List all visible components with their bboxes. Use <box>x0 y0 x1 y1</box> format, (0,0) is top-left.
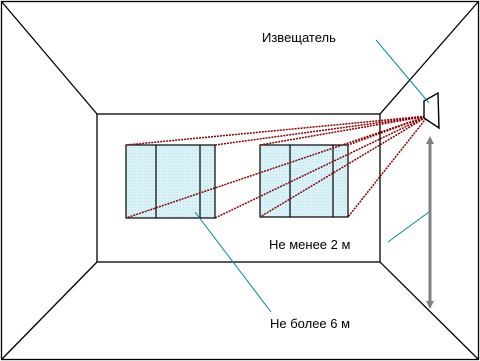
corner-edge-bottom-right <box>379 261 479 360</box>
detection-beams <box>125 115 429 219</box>
detector-leader-line <box>375 39 430 104</box>
beam-line <box>347 115 429 146</box>
window-frame <box>259 144 349 218</box>
back-wall <box>96 113 381 263</box>
window-right <box>259 144 349 218</box>
window-left <box>125 144 216 219</box>
beam-line <box>214 115 429 219</box>
corner-edge-bottom-left <box>1 261 98 360</box>
min-height-label: Не менее 2 м <box>269 237 350 252</box>
beam-line <box>125 115 429 146</box>
detector-label: Извещатель <box>262 30 336 45</box>
distance-leader-line <box>194 211 272 313</box>
max-distance-label: Не более 6 м <box>270 316 350 331</box>
corner-edge-top-right <box>379 1 479 115</box>
beam-line <box>259 115 429 146</box>
beam-line <box>125 115 429 219</box>
beam-line <box>259 115 429 218</box>
window-frame <box>125 144 216 219</box>
beam-line <box>347 115 429 218</box>
height-leader-line <box>387 211 430 243</box>
corner-edge-top-left <box>1 1 98 115</box>
